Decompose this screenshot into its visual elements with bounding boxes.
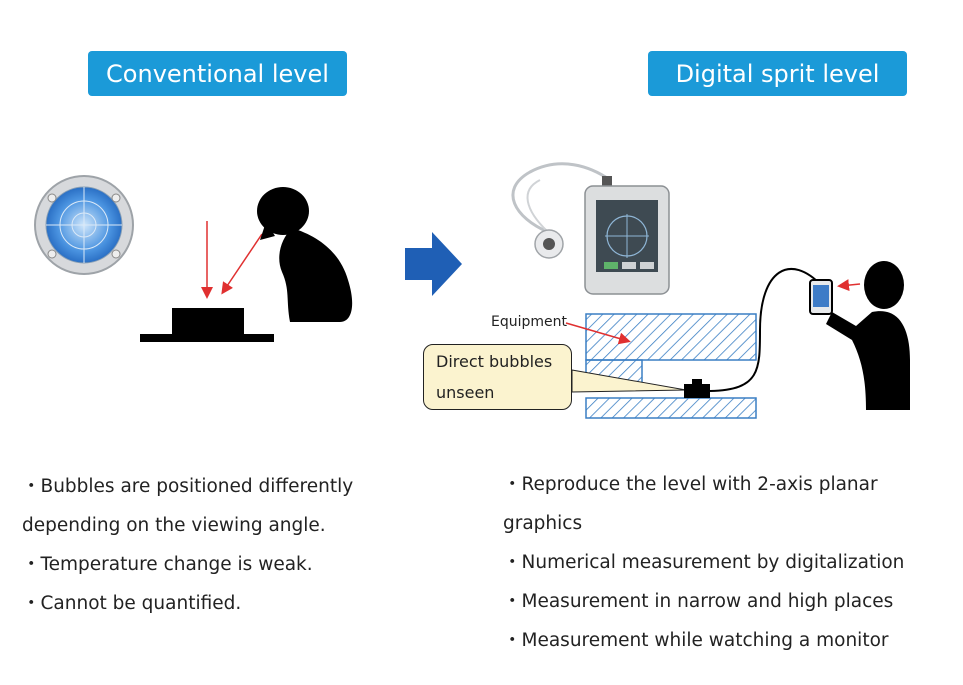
hidden-sensor [684, 384, 710, 398]
smartphone-icon [809, 279, 833, 315]
measured-block [140, 308, 274, 342]
equipment-cross-section [585, 313, 757, 419]
note-line-1: Direct bubbles [436, 352, 553, 371]
phone-sight-line [837, 279, 861, 292]
list-item: ・Temperature change is weak. [22, 554, 313, 575]
list-item: ・Measurement in narrow and high places [503, 591, 894, 612]
phone-user-silhouette-icon [826, 261, 910, 410]
conventional-drawbacks-list: ・Bubbles are positioned differently depe… [22, 467, 422, 623]
conventional-level-header: Conventional level [88, 51, 347, 96]
unseen-bubbles-note: Direct bubbles unseen [423, 344, 572, 410]
list-item: ・Measurement while watching a monitor [503, 630, 889, 651]
cable [709, 267, 823, 392]
note-line-2: unseen [436, 383, 495, 402]
note-pointer [571, 369, 687, 393]
equipment-pointer [565, 322, 631, 345]
list-item: ・Bubbles are positioned differently [22, 476, 354, 497]
person-silhouette-icon [257, 187, 353, 322]
equipment-label: Equipment [491, 314, 567, 330]
digital-benefits-list: ・Reproduce the level with 2-axis planar … [503, 465, 953, 660]
list-item: graphics [503, 513, 583, 534]
right-arrow-icon [405, 232, 462, 296]
bubble-level-icon [34, 175, 134, 275]
list-item: depending on the viewing angle. [22, 515, 326, 536]
tablet-monitor-icon [584, 185, 670, 295]
sensor-device-icon [511, 162, 612, 259]
list-item: ・Cannot be quantified. [22, 593, 242, 614]
sight-line-angled [221, 233, 263, 295]
digital-level-header: Digital sprit level [648, 51, 907, 96]
list-item: ・Numerical measurement by digitalization [503, 552, 905, 573]
list-item: ・Reproduce the level with 2-axis planar [503, 474, 878, 495]
